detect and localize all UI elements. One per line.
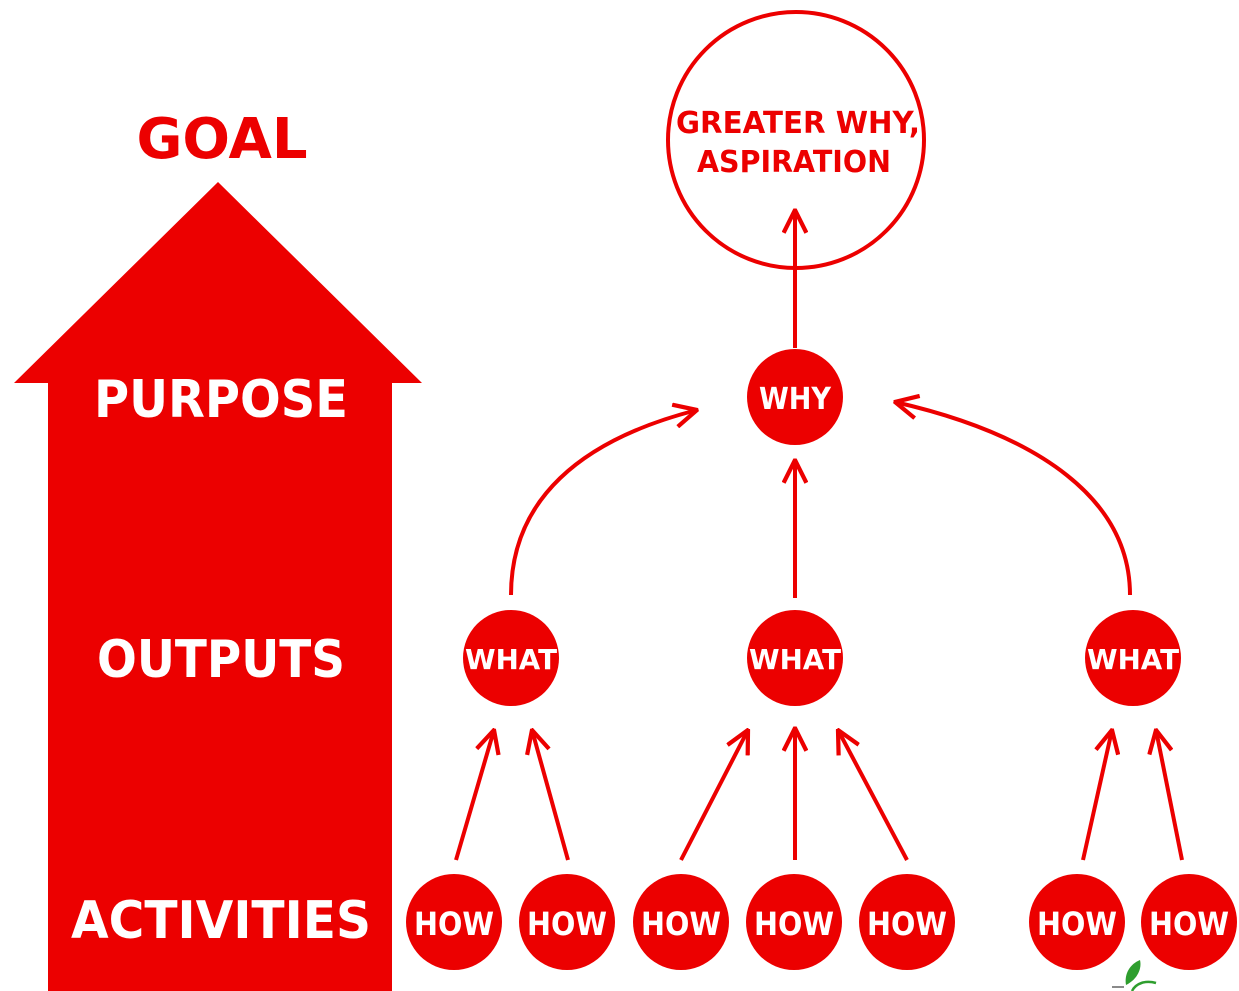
how-node: HOW	[633, 874, 729, 970]
why-label: WHY	[759, 382, 832, 417]
how-label: HOW	[867, 905, 947, 943]
leaf-logo-icon	[1112, 960, 1157, 991]
arrow-what3-to-why	[895, 402, 1132, 596]
aspiration-node: GREATER WHY, ASPIRATION	[666, 10, 926, 270]
goal-label: GOAL	[136, 107, 307, 172]
arrow-how5-to-what2	[838, 730, 909, 861]
what-node: WHAT	[747, 610, 843, 706]
how-node: HOW	[746, 874, 842, 970]
outputs-label: OUTPUTS	[97, 630, 345, 690]
why-node: WHY	[747, 349, 843, 445]
how-node: HOW	[1141, 874, 1237, 970]
arrow-what1-to-why	[509, 410, 697, 596]
connector-arrows	[454, 210, 1184, 861]
how-label: HOW	[1149, 905, 1229, 943]
how-label: HOW	[414, 905, 494, 943]
how-node: HOW	[406, 874, 502, 970]
up-arrow-icon	[14, 182, 422, 991]
what-label: WHAT	[749, 643, 841, 676]
how-label: HOW	[527, 905, 607, 943]
what-node: WHAT	[1085, 610, 1181, 706]
arrow-how7-to-what3	[1156, 730, 1184, 861]
what-label: WHAT	[1087, 643, 1179, 676]
how-node: HOW	[859, 874, 955, 970]
how-label: HOW	[1037, 905, 1117, 943]
what-label: WHAT	[465, 643, 557, 676]
arrow-how1-to-what1	[454, 730, 494, 861]
activities-label: ACTIVITIES	[71, 891, 371, 951]
how-node: HOW	[1029, 874, 1125, 970]
aspiration-line2: ASPIRATION	[697, 145, 891, 180]
arrow-how2-to-what1	[532, 730, 570, 861]
what-node: WHAT	[463, 610, 559, 706]
aspiration-line1: GREATER WHY,	[676, 106, 920, 141]
how-label: HOW	[754, 905, 834, 943]
how-node: HOW	[519, 874, 615, 970]
purpose-label: PURPOSE	[94, 370, 348, 430]
arrow-how3-to-what2	[679, 730, 748, 861]
arrow-how6-to-what3	[1081, 730, 1112, 861]
how-label: HOW	[641, 905, 721, 943]
